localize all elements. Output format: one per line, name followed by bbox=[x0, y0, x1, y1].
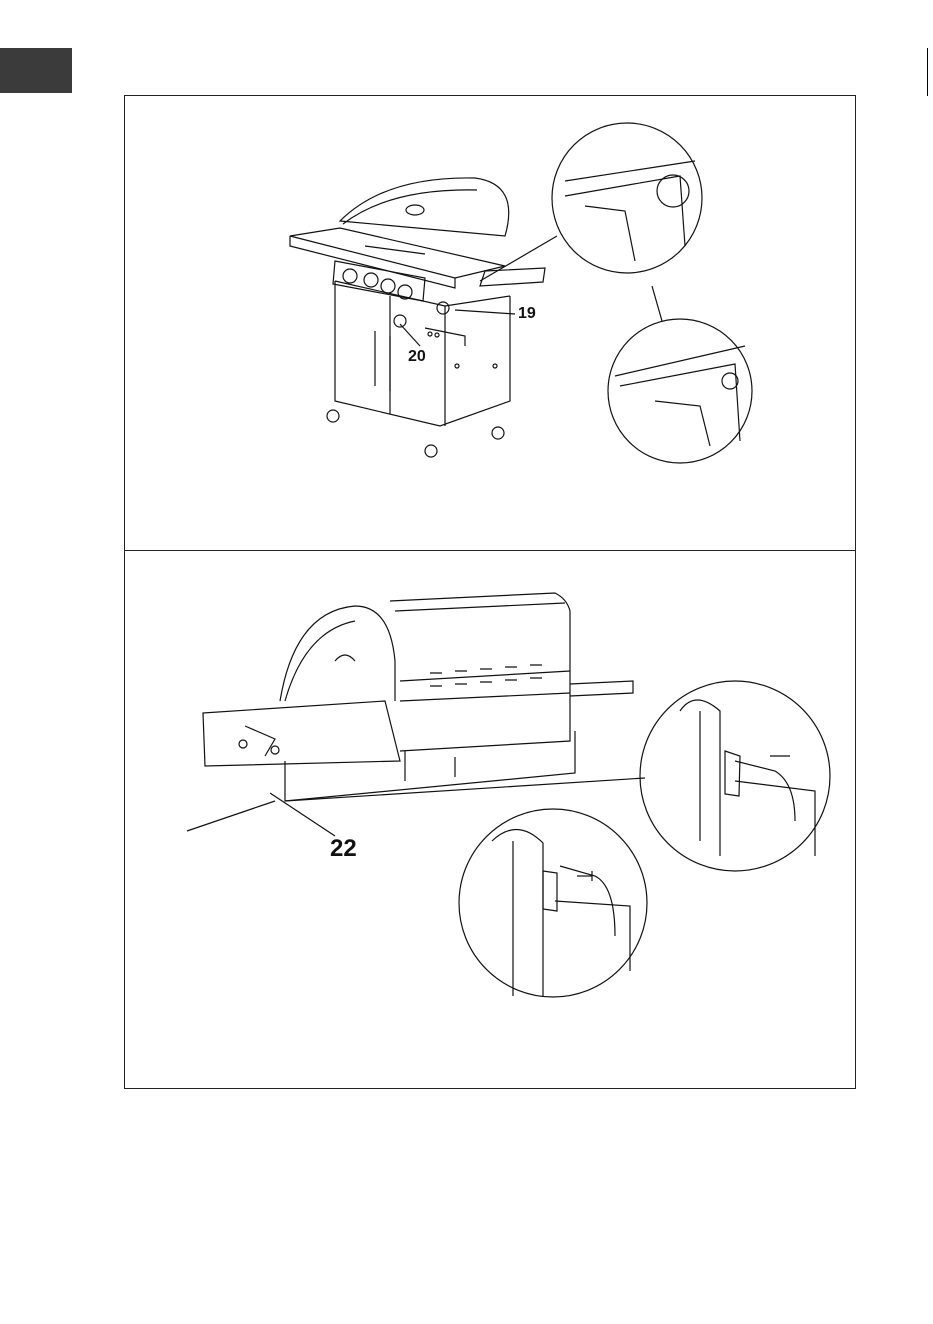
burner-connection-illustration: 22 bbox=[125, 551, 857, 1090]
section-tab bbox=[0, 48, 72, 93]
callout-22: 22 bbox=[330, 835, 357, 862]
grill-assembly-illustration: 19 20 bbox=[125, 96, 857, 552]
page-edge-mark bbox=[927, 48, 928, 96]
callout-19: 19 bbox=[518, 305, 536, 322]
figure-panel-bottom: 22 bbox=[124, 550, 856, 1089]
figure-panel-top: 19 20 bbox=[124, 95, 856, 551]
callout-20: 20 bbox=[408, 348, 426, 365]
